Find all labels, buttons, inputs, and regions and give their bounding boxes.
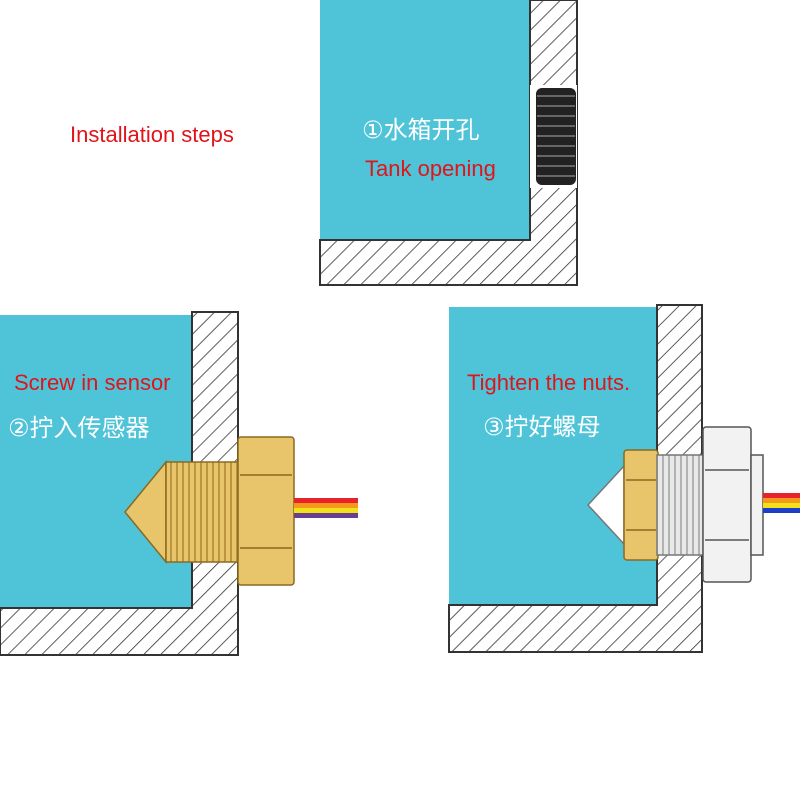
step-1-title-en: Tank opening (365, 156, 496, 181)
step-1-tank-opening: ①水箱开孔 Tank opening (319, 0, 578, 286)
step-2-title-cn: ②拧入传感器 (8, 414, 150, 442)
step-2-sensor-thread (165, 461, 241, 563)
step-3-outer-nut (702, 426, 752, 583)
step-1-threaded-hole (530, 85, 577, 188)
step-1-title-cn: ①水箱开孔 (362, 116, 480, 144)
step-1-water (320, 0, 530, 240)
step-2-tank-wall (0, 311, 239, 656)
step-3-water (449, 307, 657, 605)
step-3-title-en: Tighten the nuts. (467, 370, 630, 395)
step-3-tighten-nuts: Tighten the nuts. ③拧好螺母 (448, 304, 800, 653)
step-3-tank-wall (448, 304, 703, 653)
step-2-water (0, 315, 192, 608)
step-3-sensor-thread (656, 454, 704, 556)
step-2-cable (294, 498, 358, 518)
step-3-title-cn: ③拧好螺母 (483, 413, 601, 441)
step-2-sensor-nut (237, 436, 295, 586)
step-2-title-en: Screw in sensor (14, 370, 171, 395)
step-1-tank-wall (319, 0, 578, 286)
installation-steps-heading: Installation steps (70, 122, 234, 147)
step-3-inner-nut (623, 449, 659, 561)
step-3-cable (763, 493, 800, 513)
step-2-screw-in-sensor: Screw in sensor ②拧入传感器 (0, 311, 358, 656)
